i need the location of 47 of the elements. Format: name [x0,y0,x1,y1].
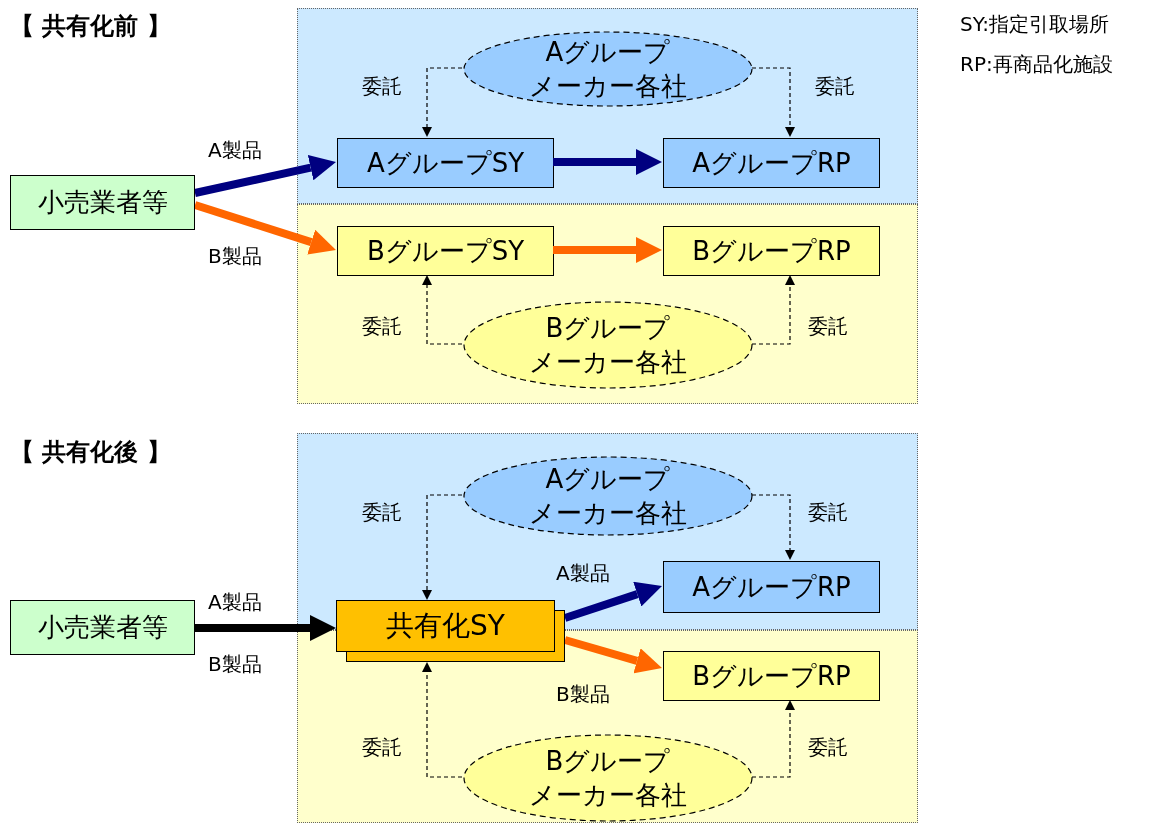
edge-label: 委託 [808,737,848,757]
maker-ellipse: Bグループメーカー各社 [463,301,753,389]
edge-label: 委託 [815,76,855,96]
dashed-arrow [751,700,795,778]
process-box: AグループSY [337,138,554,188]
arrow [194,154,336,197]
dashed-arrow [751,494,795,560]
arrow [193,201,336,255]
arrow [553,149,662,175]
maker-ellipse: Bグループメーカー各社 [463,734,753,822]
dashed-arrow [422,275,463,345]
abbreviation-note: SY:指定引取場所 [960,14,1109,34]
edge-label: 委託 [362,502,402,522]
edge-label: B製品 [208,246,262,266]
dashed-arrow [422,67,463,137]
group-band [297,204,918,404]
retailer-box: 小売業者等 [10,600,195,655]
edge-label: 委託 [362,76,402,96]
maker-ellipse: Aグループメーカー各社 [463,456,753,536]
edge-label: A製品 [208,140,262,160]
edge-label: 委託 [808,502,848,522]
edge-label: A製品 [556,563,610,583]
process-box: BグループRP [663,651,880,701]
dashed-arrow [751,67,795,137]
edge-label: B製品 [556,684,610,704]
edge-label: 委託 [808,316,848,336]
process-box: BグループSY [337,226,554,276]
arrow [563,636,662,674]
dashed-arrow [751,275,795,345]
group-band [297,8,918,204]
product-label: B製品 [208,654,262,674]
abbreviation-note: RP:再商品化施設 [960,54,1113,74]
dashed-arrow [422,662,463,778]
edge-label: 委託 [362,737,402,757]
arrow [553,237,662,263]
arrow [563,581,662,622]
section-heading: 【 共有化前 】 [10,14,171,38]
dashed-arrow [422,494,463,600]
section-heading: 【 共有化後 】 [10,440,171,464]
arrow [195,615,336,641]
process-box: AグループRP [663,561,880,613]
edge-label: A製品 [208,592,262,612]
edge-label: 委託 [362,316,402,336]
retailer-box: 小売業者等 [10,175,195,230]
maker-ellipse: Aグループメーカー各社 [463,31,753,107]
process-box: AグループRP [663,138,880,188]
process-box: BグループRP [663,226,880,276]
